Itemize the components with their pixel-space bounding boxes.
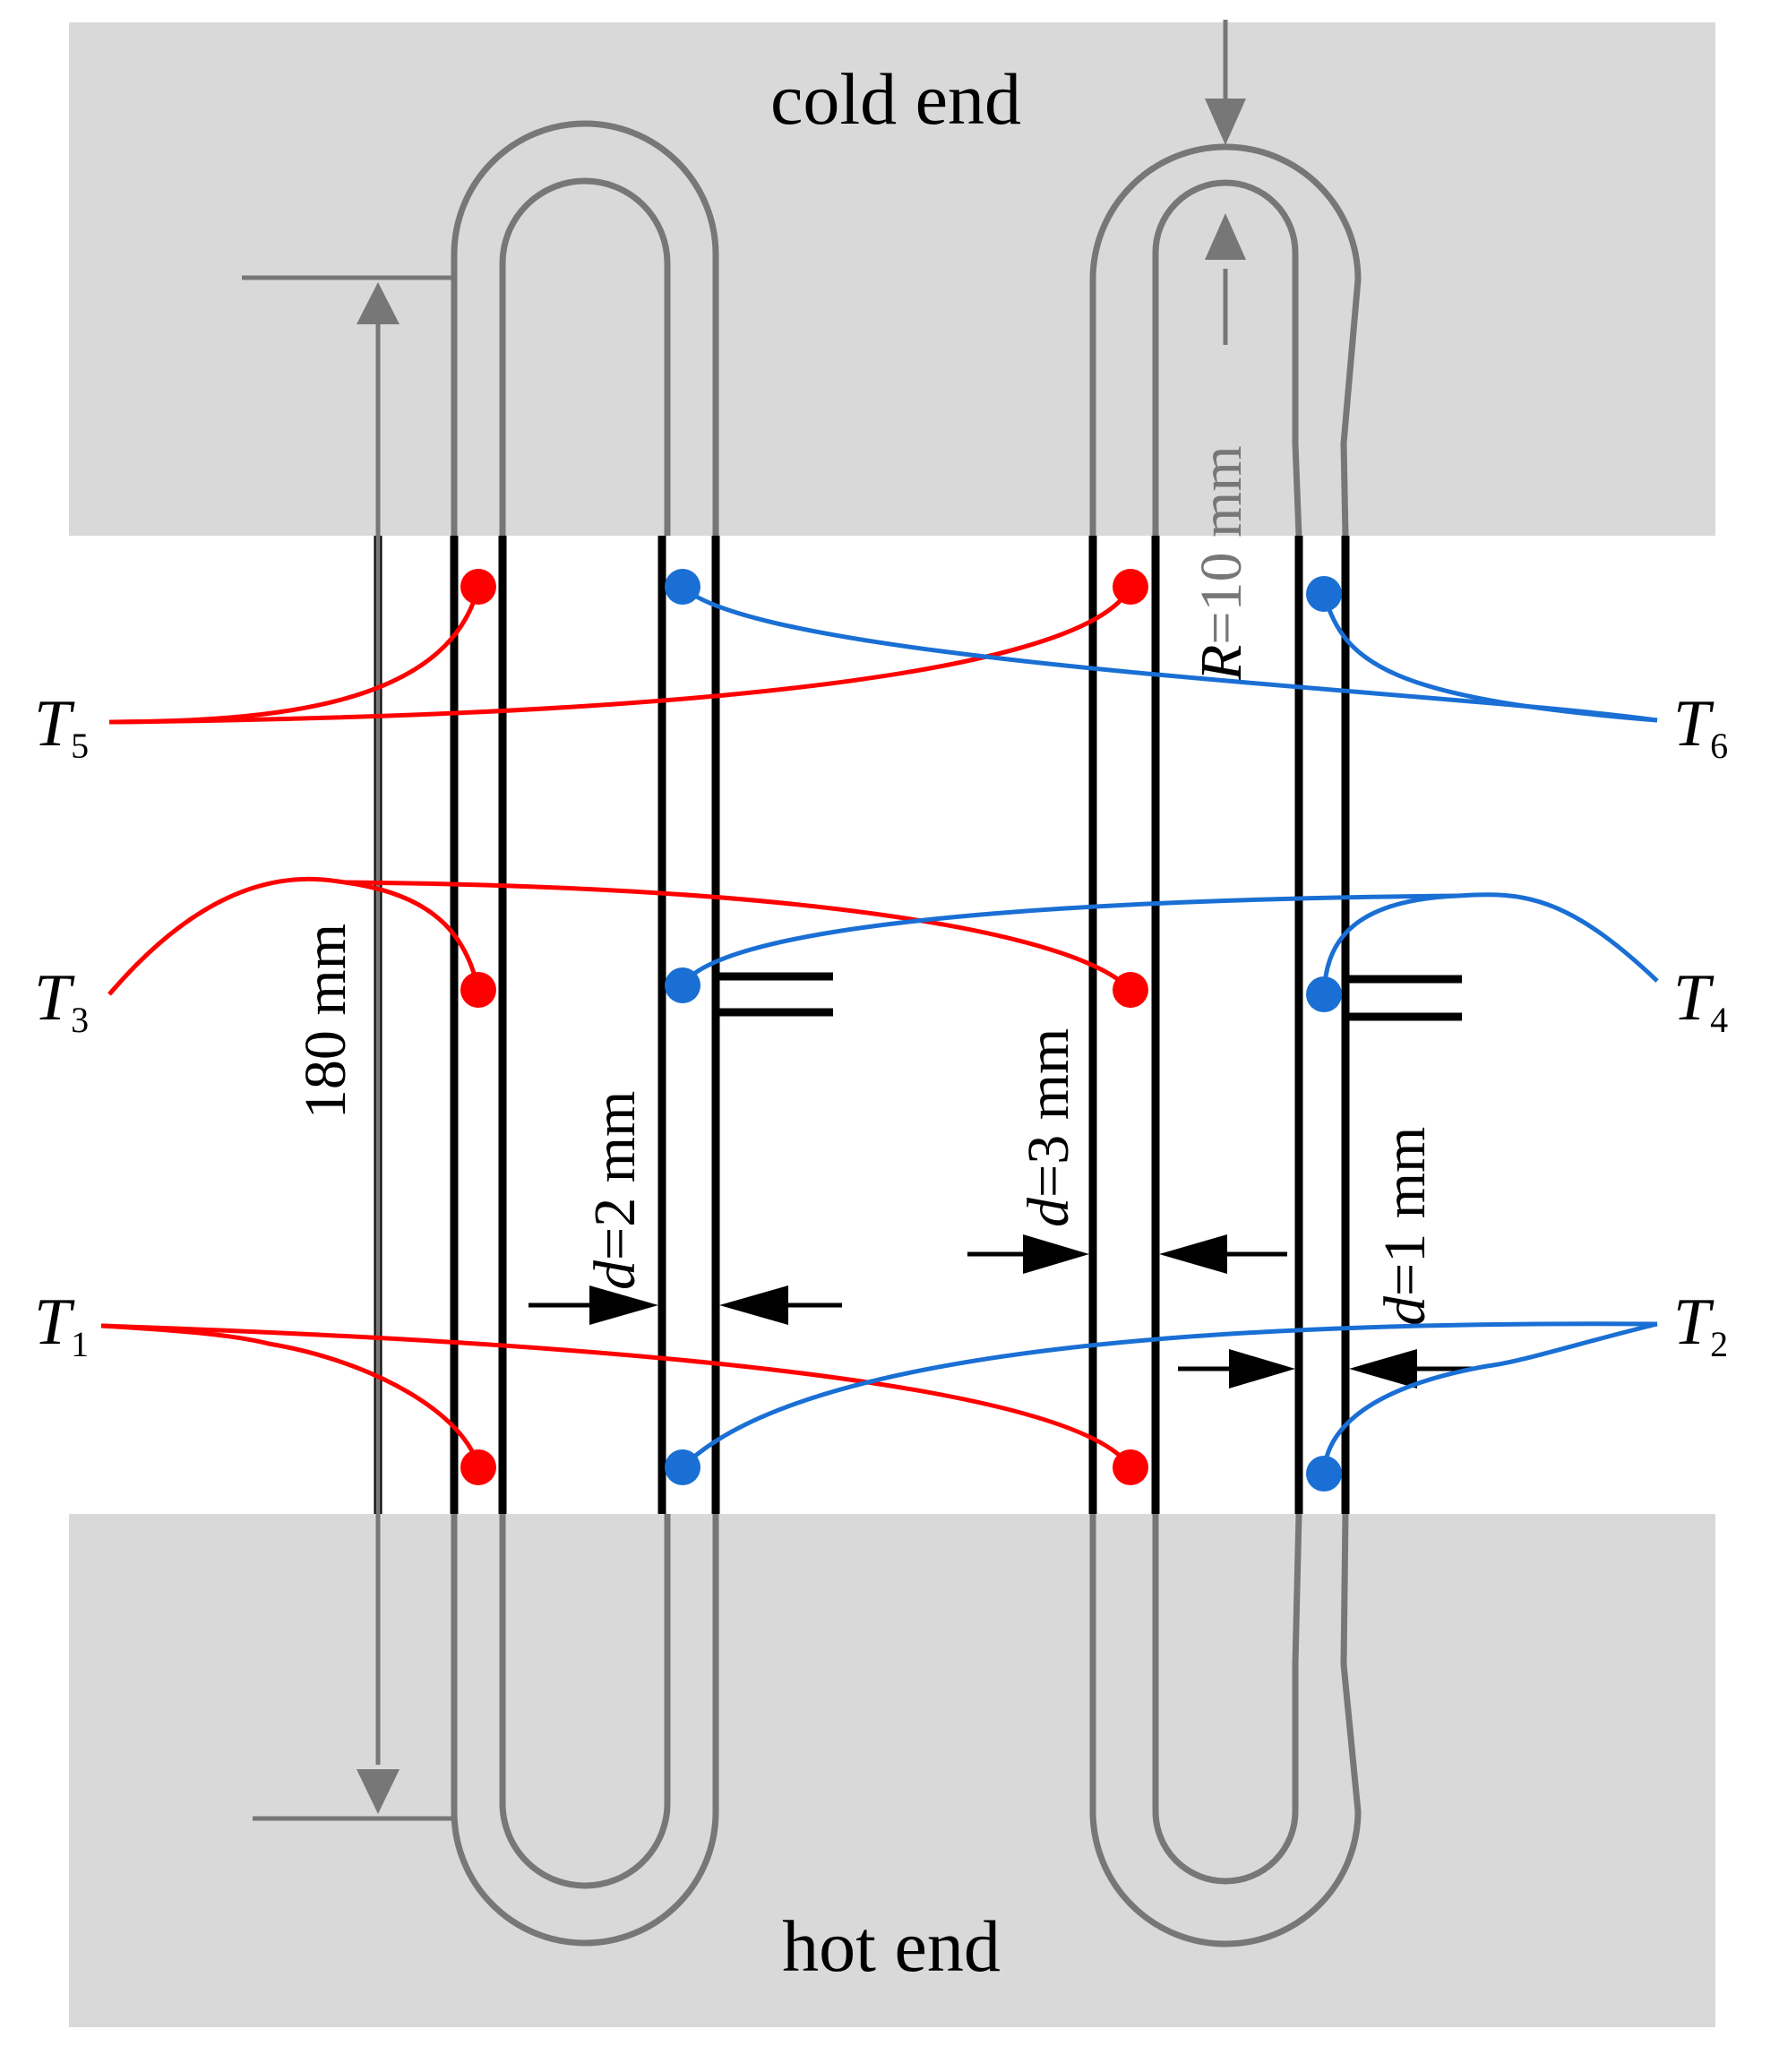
radius-arrow-up — [1205, 213, 1246, 260]
gap-mid-arrow-b — [1159, 1234, 1227, 1274]
sensor-label-t2: T2 — [1673, 1285, 1728, 1364]
blue-thermocouple-wires — [680, 585, 1659, 1474]
sensor-label-t5: T5 — [34, 687, 89, 766]
sensor-dot-blue — [665, 569, 700, 605]
sensor-dot-blue — [665, 1449, 700, 1485]
length-label: 180 mm — [293, 924, 358, 1119]
right-pipe — [1089, 143, 1362, 1947]
radius-label: R=10 mm — [1189, 445, 1254, 682]
gap-left-label: d=2 mm — [582, 1091, 648, 1290]
gap-left-arrow-b — [719, 1285, 788, 1325]
sensor-label-t1: T1 — [34, 1285, 89, 1364]
sensor-dot-red — [1113, 1449, 1148, 1485]
sensor-label-t3: T3 — [34, 961, 89, 1040]
sensor-dot-blue — [1306, 976, 1342, 1012]
cold-end-label: cold end — [770, 58, 1021, 140]
length-arrow-down — [357, 1769, 400, 1814]
length-dimension — [242, 275, 454, 1821]
gap-right-label: d=1 mm — [1372, 1127, 1438, 1326]
gap-right-arrow-a — [1229, 1349, 1295, 1388]
hot-end-label: hot end — [782, 1905, 1001, 1987]
gap-left-arrow-a — [589, 1285, 658, 1325]
wick-marker-left — [713, 972, 833, 1017]
gap-mid-label: d=3 mm — [1016, 1028, 1081, 1227]
hot-end-zone — [69, 1514, 1715, 2027]
sensor-dot-red — [1113, 569, 1148, 605]
sensor-dot-blue — [665, 967, 700, 1003]
sensor-dot-red — [460, 972, 496, 1008]
red-thermocouple-wires — [100, 585, 1133, 1469]
sensor-label-t4: T4 — [1673, 961, 1728, 1040]
sensor-dot-blue — [1306, 576, 1342, 612]
sensor-dot-blue — [1306, 1456, 1342, 1492]
sensor-dot-red — [460, 1449, 496, 1485]
gap-right-arrow-b — [1349, 1349, 1417, 1388]
radius-arrow-down — [1205, 99, 1246, 145]
left-pipe — [451, 120, 719, 1947]
sensor-dot-red — [460, 569, 496, 605]
sensor-label-t6: T6 — [1673, 687, 1728, 766]
gap-mid-arrow-a — [1023, 1234, 1089, 1274]
sensor-dot-red — [1113, 972, 1148, 1008]
length-arrow-up — [357, 282, 400, 324]
wick-marker-right — [1344, 975, 1462, 1021]
